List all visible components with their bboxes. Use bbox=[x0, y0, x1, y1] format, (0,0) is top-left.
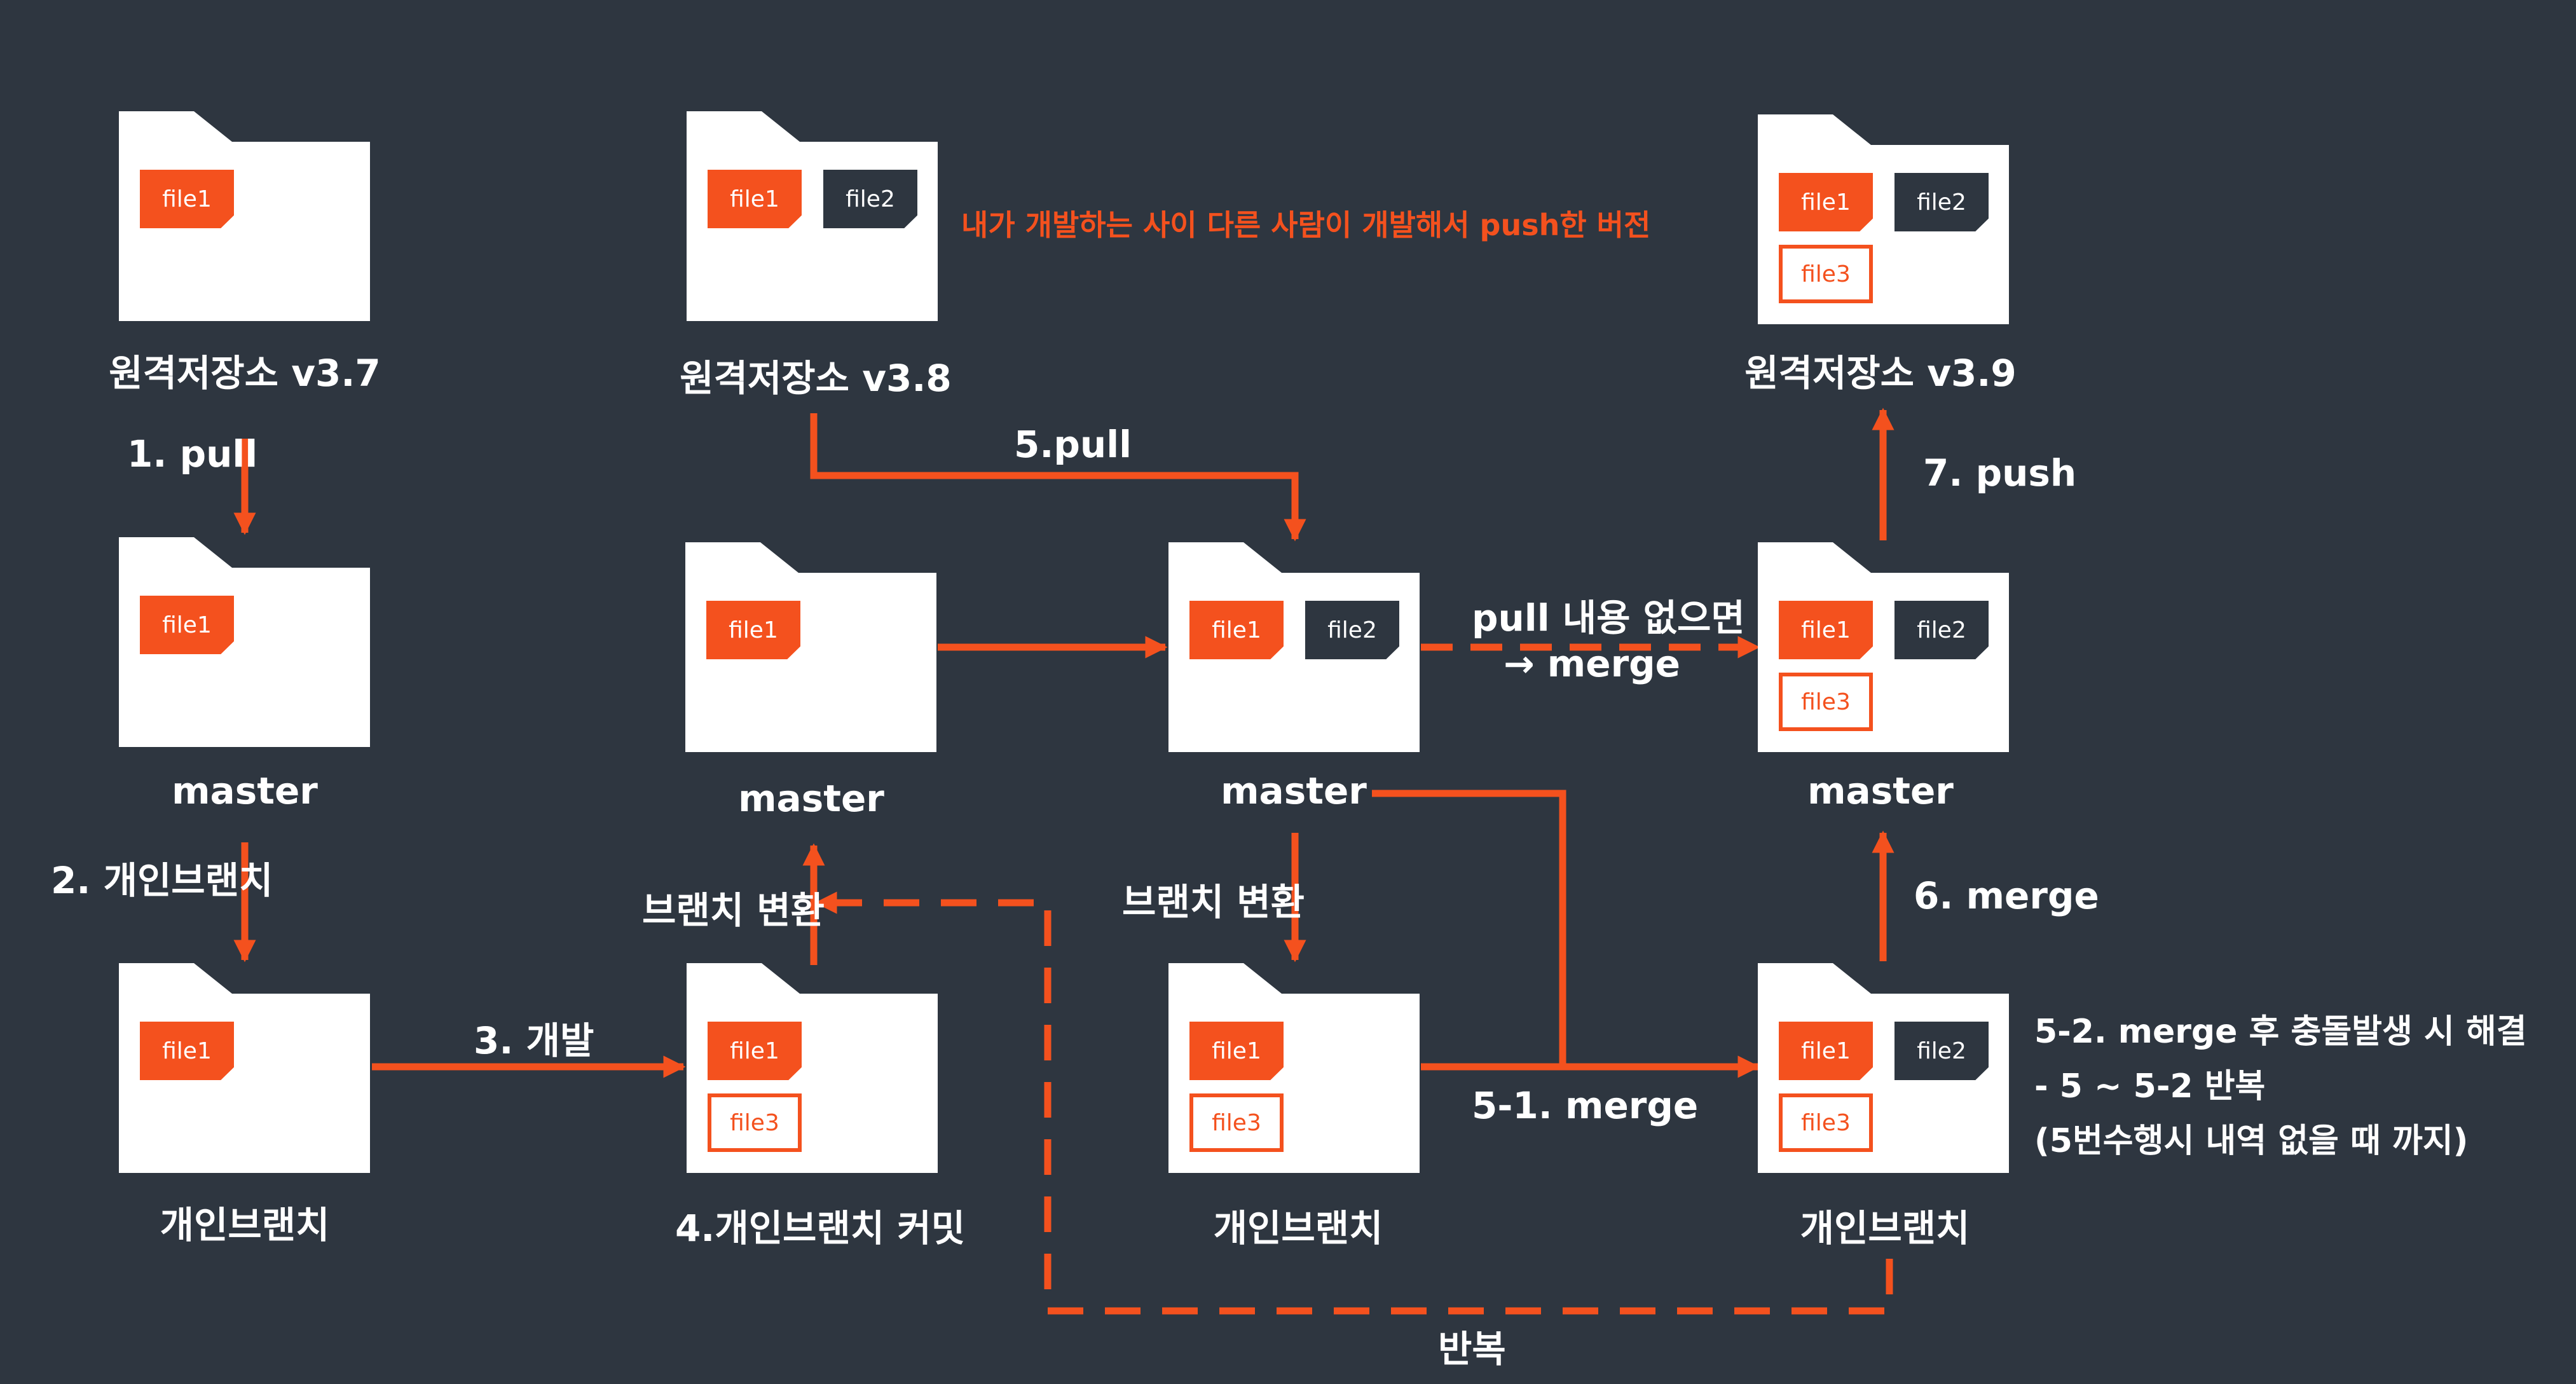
step-2-branch: 2. 개인브랜치 bbox=[51, 859, 273, 902]
pull-none-line1: pull 내용 없으면 bbox=[1472, 596, 1745, 640]
step-7-push: 7. push bbox=[1923, 451, 2077, 495]
arrow-repeat-loop bbox=[814, 891, 1893, 1315]
file2-tag: file2 bbox=[1894, 173, 1989, 231]
personal-branch-label: 개인브랜치 bbox=[160, 1203, 330, 1247]
file3-tag: file3 bbox=[1779, 1093, 1873, 1152]
file1-tag: file1 bbox=[140, 170, 234, 228]
folder-master-3: file1 file2 bbox=[1168, 542, 1420, 752]
file3-tag: file3 bbox=[708, 1093, 802, 1152]
branch-switch-left: 브랜치 변환 bbox=[642, 889, 825, 932]
remote-v37-label: 원격저장소 v3.7 bbox=[109, 352, 381, 395]
file1-tag: file1 bbox=[708, 170, 802, 228]
file3-tag: file3 bbox=[1189, 1093, 1284, 1152]
conflict-resolution-note: 5-2. merge 후 충돌발생 시 해결 - 5 ~ 5-2 반복 (5번수… bbox=[2034, 1004, 2527, 1168]
file3-tag: file3 bbox=[1779, 245, 1873, 303]
pull-none-line2: → merge bbox=[1504, 642, 1681, 685]
resolve-line-3: (5번수행시 내역 없을 때 까지) bbox=[2034, 1122, 2469, 1160]
step-6-merge: 6. merge bbox=[1914, 874, 2099, 917]
folder-personal-commit: file1 file3 bbox=[687, 963, 938, 1173]
file1-tag: file1 bbox=[1189, 601, 1284, 659]
file2-tag: file2 bbox=[1894, 601, 1989, 659]
branch-switch-right: 브랜치 변환 bbox=[1122, 880, 1305, 924]
step-5-1-merge: 5-1. merge bbox=[1472, 1084, 1699, 1127]
file1-tag: file1 bbox=[1779, 173, 1873, 231]
folder-remote-v38: file1 file2 bbox=[687, 111, 938, 321]
resolve-line-1: 5-2. merge 후 충돌발생 시 해결 bbox=[2034, 1013, 2527, 1051]
master-label: master bbox=[172, 769, 318, 812]
folder-remote-v37: file1 bbox=[119, 111, 370, 321]
folder-personal-3: file1 file3 bbox=[1168, 963, 1420, 1173]
personal-branch-label: 개인브랜치 bbox=[1800, 1207, 1970, 1250]
file1-tag: file1 bbox=[1779, 1022, 1873, 1080]
remote-v38-label: 원격저장소 v3.8 bbox=[680, 357, 952, 400]
folder-remote-v39: file1 file2 file3 bbox=[1758, 114, 2009, 324]
folder-master-1: file1 bbox=[119, 537, 370, 747]
file1-tag: file1 bbox=[140, 596, 234, 654]
step-1-pull: 1. pull bbox=[127, 432, 258, 476]
file1-tag: file1 bbox=[706, 601, 800, 659]
file1-tag: file1 bbox=[1779, 601, 1873, 659]
folder-personal-1: file1 bbox=[119, 963, 370, 1173]
arrow-merge-into-branch bbox=[1372, 790, 1566, 1067]
file2-tag: file2 bbox=[1894, 1022, 1989, 1080]
step-3-develop: 3. 개발 bbox=[474, 1019, 594, 1062]
folder-master-4: file1 file2 file3 bbox=[1758, 542, 2009, 752]
master-label: master bbox=[738, 777, 884, 820]
folder-master-2: file1 bbox=[685, 542, 936, 752]
remote-v39-label: 원격저장소 v3.9 bbox=[1744, 352, 2017, 395]
master-label: master bbox=[1221, 769, 1367, 812]
file1-tag: file1 bbox=[708, 1022, 802, 1080]
other-developer-note: 내가 개발하는 사이 다른 사람이 개발해서 push한 버전 bbox=[961, 208, 1651, 242]
arrow-pull-remote bbox=[810, 413, 1306, 542]
file1-tag: file1 bbox=[1189, 1022, 1284, 1080]
personal-branch-label: 개인브랜치 bbox=[1213, 1207, 1383, 1250]
file2-tag: file2 bbox=[1305, 601, 1399, 659]
master-label: master bbox=[1807, 769, 1954, 812]
step-5-pull: 5.pull bbox=[1014, 423, 1132, 466]
personal-commit-label: 4.개인브랜치 커밋 bbox=[675, 1207, 966, 1250]
file2-tag: file2 bbox=[823, 170, 917, 228]
repeat-label: 반복 bbox=[1438, 1327, 1506, 1371]
folder-personal-4: file1 file2 file3 bbox=[1758, 963, 2009, 1173]
file1-tag: file1 bbox=[140, 1022, 234, 1080]
resolve-line-2: - 5 ~ 5-2 반복 bbox=[2034, 1067, 2266, 1106]
file3-tag: file3 bbox=[1779, 673, 1873, 731]
